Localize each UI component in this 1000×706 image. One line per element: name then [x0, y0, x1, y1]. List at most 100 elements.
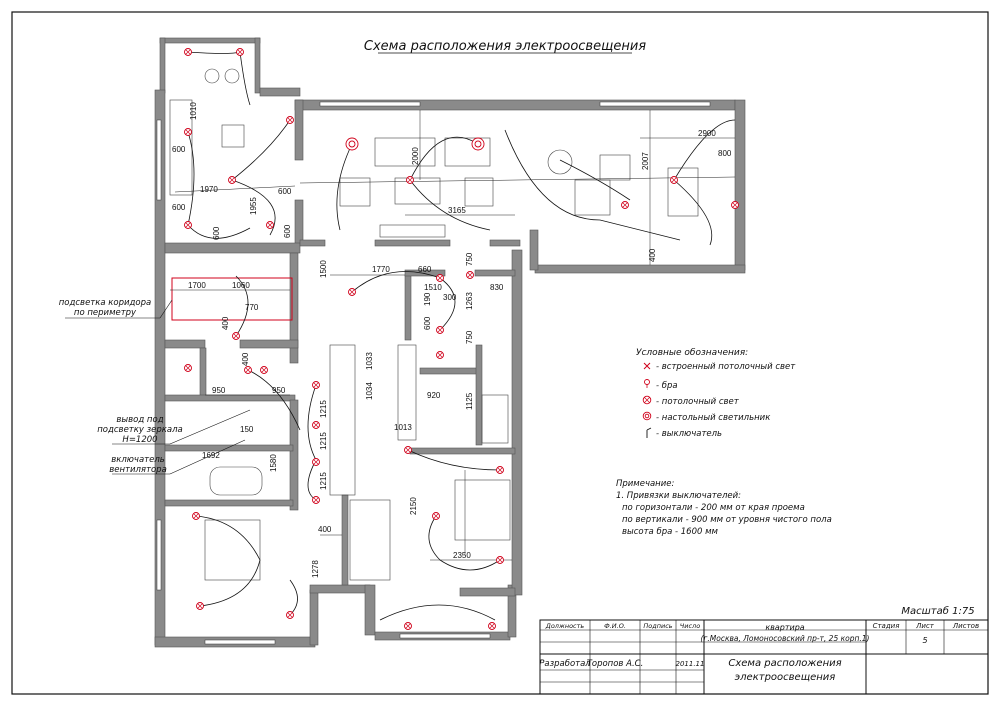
wall [374, 239, 451, 247]
ceiling-light-icon [192, 512, 200, 520]
legend-item: - встроенный потолочный свет [643, 362, 796, 372]
stove [221, 124, 245, 148]
dimension-label: 830 [490, 283, 504, 292]
walls [154, 37, 746, 648]
wall [529, 229, 539, 271]
sofa [374, 137, 436, 167]
wire [247, 369, 301, 431]
dimension-label: 190 [423, 292, 432, 306]
sconce-icon [644, 379, 650, 385]
round-table [547, 149, 573, 175]
dimension-label: 1013 [394, 423, 412, 432]
ceiling-light-icon [228, 176, 236, 184]
lamps [184, 48, 739, 630]
ceiling-light-icon [236, 48, 244, 56]
desk [349, 499, 391, 581]
notes: Примечание: 1. Привязки выключателей: по… [616, 479, 832, 537]
wall [364, 584, 376, 636]
title-block: Масштаб 1:75 Должность Ф.И.О. Подпись Чи… [539, 605, 989, 695]
wall [475, 344, 483, 446]
dimension-label: 1770 [372, 265, 390, 274]
header-cell: Должность [545, 622, 585, 630]
callout-mirror-line1: вывод под [116, 415, 163, 425]
dimension-label: 1060 [232, 281, 250, 290]
project-name: квартира [765, 623, 804, 632]
floor-plan: 1010 600 1970 600 600 1955 600 600 2000 … [154, 37, 746, 648]
header-cell: Ф.И.О. [604, 622, 626, 630]
wall [404, 274, 412, 341]
ceiling-light-icon [436, 274, 444, 282]
legend-item: - настольный светильник [642, 411, 771, 423]
ceiling-light-icon [196, 602, 204, 610]
ceiling-light-icon [286, 611, 294, 619]
ceiling-light-icon [184, 48, 192, 56]
ceiling-light-icon [496, 466, 504, 474]
ceiling-light-icon [286, 116, 294, 124]
armchair [574, 179, 611, 216]
role-cell: Разработал [539, 659, 591, 669]
dimension-label: 600 [278, 187, 292, 196]
date-cell: 2011.11 [676, 660, 705, 668]
wire [195, 515, 261, 607]
wall [199, 347, 207, 399]
ceiling-light-icon [312, 381, 320, 389]
drawing-title-line2: электроосвещения [735, 672, 836, 683]
header-cell: Число [680, 622, 700, 630]
dimension-label: 750 [465, 252, 474, 266]
ceiling-light-icon [406, 176, 414, 184]
wall [404, 269, 446, 277]
ceiling-light-icon [312, 458, 320, 466]
wall [309, 589, 319, 646]
wardrobe [397, 344, 417, 441]
ceiling-light-icon [432, 512, 440, 520]
notes-line: высота бра - 1600 мм [622, 527, 719, 537]
ceiling-light-icon [404, 622, 412, 630]
dimension-label: 400 [648, 248, 657, 262]
dimension-label: 600 [283, 224, 292, 238]
ceiling-light-icon [404, 446, 412, 454]
wire [379, 604, 496, 621]
chair [204, 68, 220, 84]
ceiling-light-icon [184, 364, 192, 372]
wire [307, 384, 317, 501]
dimension-label: 1510 [424, 283, 442, 292]
callout-mirror-line3: H=1200 [122, 435, 157, 445]
wall [289, 252, 299, 364]
sheets-header: Листов [952, 622, 979, 630]
dimension-label: 1125 [465, 392, 474, 410]
project-address: (г.Москва, Ломоносовский пр-т, 25 корп.1… [701, 634, 870, 643]
leader-line [169, 439, 246, 475]
ceiling-light-icon [312, 421, 320, 429]
ceiling-light-icon [436, 351, 444, 359]
dimension-label: 920 [427, 391, 441, 400]
armchair [464, 177, 494, 207]
notes-heading: Примечание: [616, 479, 674, 489]
wall [419, 367, 481, 375]
dimension-lines [170, 110, 736, 561]
dimension-label: 400 [318, 525, 332, 534]
dimension-label: 800 [718, 149, 732, 158]
ceiling-light-icon [731, 201, 739, 209]
dimension-label: 1215 [319, 432, 328, 450]
dimension-label: 770 [245, 303, 259, 312]
ceiling-light-icon [496, 556, 504, 564]
wall [289, 399, 299, 511]
wall [474, 269, 516, 277]
page-title: Схема расположения электроосвещения [364, 39, 646, 54]
wall [734, 99, 746, 271]
wall [164, 339, 206, 349]
dimension-label: 2900 [698, 129, 716, 138]
legend: Условные обозначения: - встроенный потол… [636, 348, 796, 439]
wall [534, 264, 746, 274]
ceiling-light-icon [670, 176, 678, 184]
dimension-label: 1215 [319, 400, 328, 418]
wire [559, 159, 631, 201]
ceiling-light-icon [232, 332, 240, 340]
dimension-label: 400 [241, 352, 250, 366]
wall [299, 239, 326, 247]
wire [504, 129, 681, 241]
dimension-label: 660 [418, 265, 432, 274]
window [399, 633, 491, 639]
wall [259, 87, 301, 97]
wall [341, 494, 349, 586]
